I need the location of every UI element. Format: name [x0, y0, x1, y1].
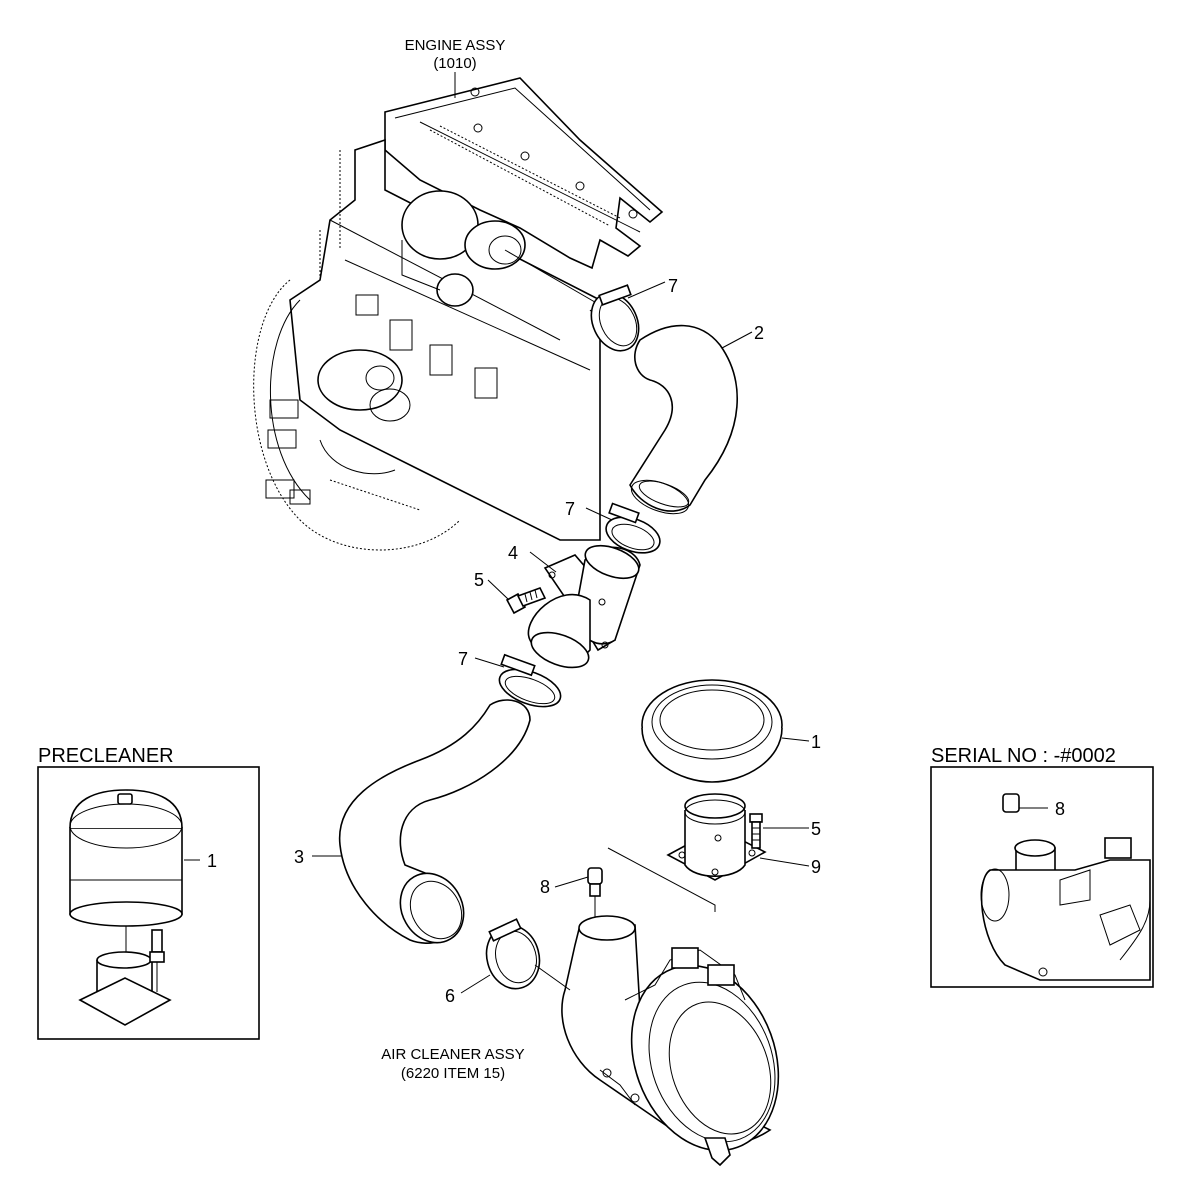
- callout-7-low: 7: [458, 649, 468, 669]
- air-cleaner-clamp: [485, 918, 541, 990]
- lower-hose: [338, 699, 531, 944]
- callout-1-cap: 1: [811, 732, 821, 752]
- callout-4: 4: [508, 543, 518, 563]
- air-cleaner-assembly: [561, 915, 780, 1167]
- precleaner-inset: PRECLEANER 1: [37, 745, 260, 1040]
- callout-8: 8: [540, 877, 550, 897]
- serial-inset: SERIAL NO : -#0002 8: [930, 745, 1154, 988]
- serial-callout-8: 8: [1055, 799, 1065, 819]
- engine-assy-caption: ENGINE ASSY: [405, 37, 506, 54]
- callout-5-adapter: 5: [474, 570, 484, 590]
- air-cleaner-caption: AIR CLEANER ASSY: [381, 1046, 524, 1063]
- callout-6: 6: [445, 986, 455, 1006]
- adapter-bolt: [505, 587, 547, 615]
- air-cleaner-code: (6220 ITEM 15): [401, 1065, 505, 1082]
- callout-5-flange: 5: [811, 819, 821, 839]
- precleaner-title: PRECLEANER: [38, 745, 174, 767]
- callout-7-top: 7: [668, 276, 678, 296]
- hose-clamp-top: [590, 284, 640, 352]
- serial-title: SERIAL NO : -#0002: [931, 745, 1116, 767]
- duct-adapter: [527, 544, 641, 669]
- engine-assembly: [253, 77, 664, 551]
- upper-hose: [629, 324, 738, 515]
- callout-3: 3: [294, 847, 304, 867]
- callout-9: 9: [811, 857, 821, 877]
- hose-clamp-mid: [605, 502, 661, 554]
- callout-7-mid: 7: [565, 499, 575, 519]
- precleaner-cap: [641, 679, 783, 783]
- precleaner-callout-1: 1: [207, 851, 217, 871]
- leader-lines: [312, 72, 810, 994]
- hose-clamp-low: [498, 653, 562, 708]
- engine-assy-code: (1010): [433, 55, 476, 72]
- callout-2: 2: [754, 323, 764, 343]
- precleaner-frame: [37, 766, 260, 1040]
- flange-bolt: [749, 813, 763, 849]
- flange-gasket: [666, 793, 767, 881]
- serial-frame: [930, 766, 1154, 988]
